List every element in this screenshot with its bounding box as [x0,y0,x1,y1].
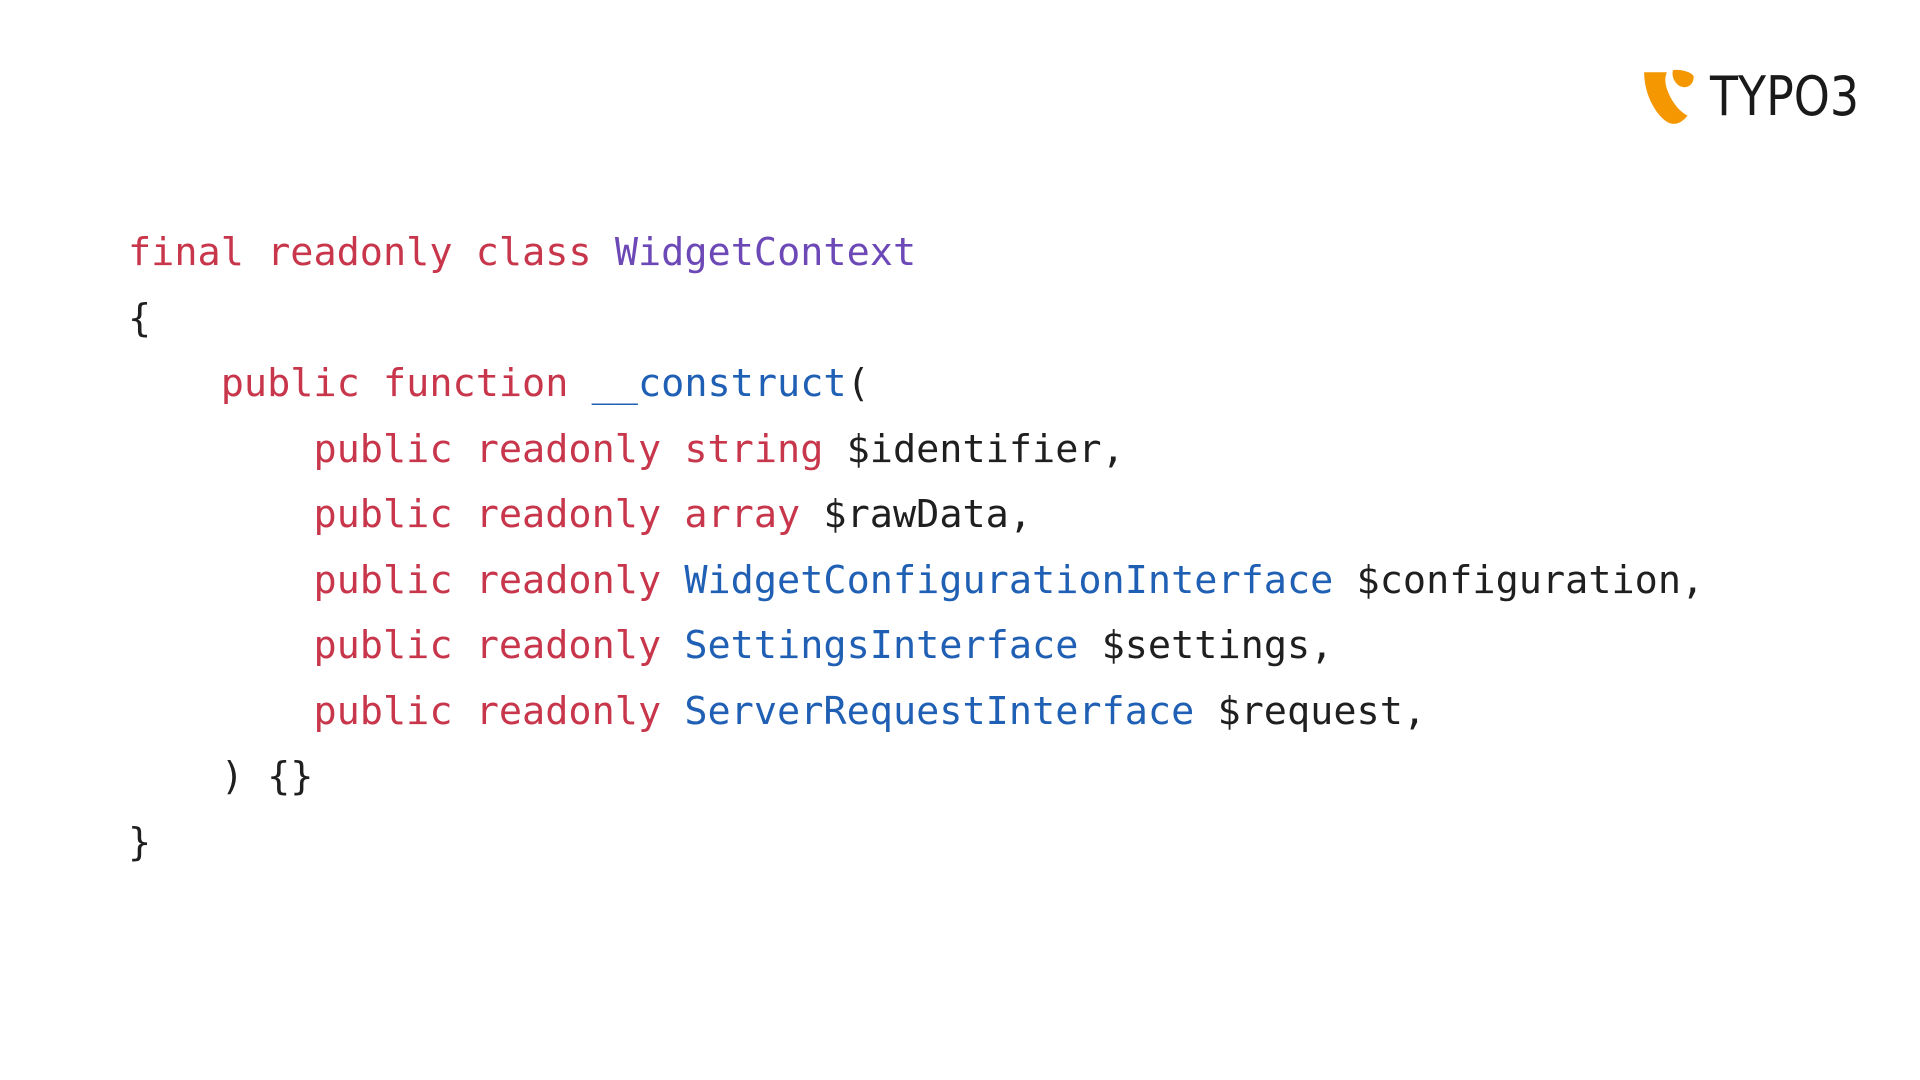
keyword: readonly [267,230,453,275]
parameter: $configuration, [1356,557,1705,603]
keyword: function [382,361,569,406]
type-name: WidgetConfigurationInterface [684,557,1334,603]
keyword: public [313,688,453,734]
typo3-wordmark: TYPO3 [1710,65,1860,128]
brace: { [128,295,152,341]
code-line-7: public readonly SettingsInterface $setti… [128,613,1704,679]
type-keyword: string [684,426,824,472]
parameter: $settings, [1101,623,1334,668]
keyword: readonly [475,623,662,668]
code-line-9: ) {} [128,744,1704,810]
keyword: readonly [475,688,662,734]
keyword: public [313,426,453,472]
function-name: __construct [591,361,847,406]
keyword: public [313,492,453,537]
keyword: public [313,557,453,603]
paren: ( [846,361,870,406]
typo3-logo: TYPO3 [1640,66,1885,128]
keyword: class [475,230,592,275]
parameter: $identifier, [846,426,1125,472]
code-line-3: public function __construct( [128,351,1704,417]
parameter: $request, [1217,688,1427,734]
type-keyword: array [684,492,801,537]
keyword: public [313,623,453,668]
code-line-5: public readonly array $rawData, [128,482,1704,548]
keyword: readonly [475,557,662,603]
code-block: final readonly class WidgetContext { publ… [128,220,1704,875]
code-line-4: public readonly string $identifier, [128,417,1704,483]
code-line-2: { [128,286,1704,352]
closing-paren-body: ) {} [220,754,314,799]
type-name: ServerRequestInterface [684,688,1195,734]
code-line-1: final readonly class WidgetContext [128,220,1704,286]
code-line-10: } [128,810,1704,876]
typo3-logo-icon [1644,69,1694,124]
parameter: $rawData, [823,492,1033,537]
code-line-8: public readonly ServerRequestInterface $… [128,679,1704,745]
keyword: readonly [475,492,662,537]
code-line-6: public readonly WidgetConfigurationInter… [128,548,1704,614]
type-name: SettingsInterface [684,623,1079,668]
class-name: WidgetContext [614,230,917,275]
keyword: final [128,230,244,275]
brace: } [128,819,152,865]
keyword: readonly [475,426,662,472]
keyword: public [220,361,360,406]
